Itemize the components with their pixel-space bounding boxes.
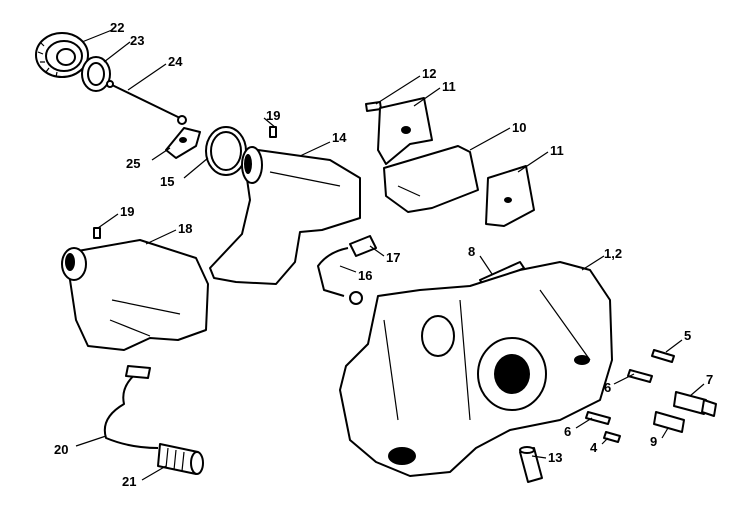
- part-10-plate[interactable]: [383, 145, 479, 213]
- callout-12: 12: [422, 66, 436, 81]
- part-6-pin-lower[interactable]: [585, 411, 611, 425]
- part-25-bracket[interactable]: [165, 127, 201, 159]
- callout-9: 9: [650, 434, 657, 449]
- part-14-housing[interactable]: [209, 146, 361, 285]
- callout-14: 14: [332, 130, 347, 145]
- part-11-plate-upper[interactable]: [377, 97, 433, 165]
- callout-22: 22: [110, 20, 124, 35]
- part-22-cap[interactable]: [35, 32, 89, 78]
- callout-23: 23: [130, 33, 144, 48]
- callout-18: 18: [178, 221, 192, 236]
- part-19-screw-top[interactable]: [269, 126, 277, 138]
- leader-lines: [75, 29, 705, 481]
- callout-24: 24: [168, 54, 183, 69]
- part-15-ring[interactable]: [205, 126, 247, 176]
- callout-8: 8: [468, 244, 475, 259]
- part-9-bolt[interactable]: [653, 411, 685, 433]
- part-1-2-crankcase[interactable]: [339, 261, 613, 477]
- callout-labels: 22 23 24 25 15 19 14 19 18 12 11 10 11 8…: [54, 20, 713, 489]
- callout-20: 20: [54, 442, 68, 457]
- callout-11-right: 11: [550, 143, 564, 158]
- part-19-screw-left[interactable]: [93, 227, 101, 239]
- callout-25: 25: [126, 156, 140, 171]
- part-16-line[interactable]: [317, 247, 363, 305]
- callout-7: 7: [706, 372, 713, 387]
- part-23-gasket[interactable]: [81, 56, 111, 92]
- callout-17: 17: [386, 250, 400, 265]
- callout-13: 13: [548, 450, 562, 465]
- callout-10: 10: [512, 120, 526, 135]
- part-17-fitting[interactable]: [349, 235, 377, 257]
- callout-16: 16: [358, 268, 372, 283]
- part-5-pin[interactable]: [651, 349, 675, 363]
- callout-5: 5: [684, 328, 691, 343]
- callout-19-top: 19: [266, 108, 280, 123]
- part-13-sleeve[interactable]: [519, 446, 543, 483]
- part-6-pin-upper[interactable]: [627, 369, 653, 383]
- part-12-screw[interactable]: [365, 101, 382, 112]
- part-11-plate-right[interactable]: [485, 165, 535, 227]
- callout-19-left: 19: [120, 204, 134, 219]
- part-24-rod[interactable]: [106, 80, 187, 125]
- part-7-bolt[interactable]: [673, 391, 717, 417]
- part-21-filter[interactable]: [157, 443, 204, 475]
- callout-11-upper: 11: [442, 79, 456, 94]
- part-18-filter-housing[interactable]: [61, 239, 209, 351]
- callout-1-2: 1,2: [604, 246, 622, 261]
- callout-15: 15: [160, 174, 174, 189]
- callout-6-lower: 6: [564, 424, 571, 439]
- callout-21: 21: [122, 474, 136, 489]
- part-20-hose[interactable]: [103, 365, 159, 449]
- part-4-pin[interactable]: [603, 431, 621, 443]
- callout-4: 4: [590, 440, 598, 455]
- callout-6-upper: 6: [604, 380, 611, 395]
